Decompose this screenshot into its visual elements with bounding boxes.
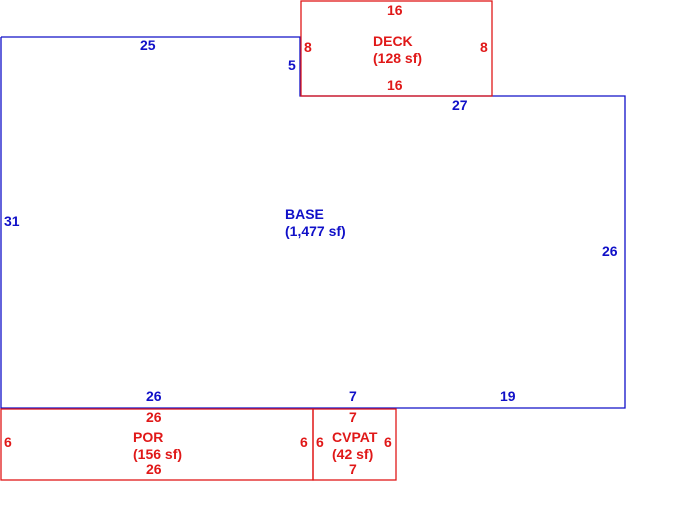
porch-dim-left: 6 xyxy=(4,434,12,450)
deck-dim-left: 8 xyxy=(304,39,312,55)
base-dim-left: 31 xyxy=(4,213,20,229)
deck-area-label: (128 sf) xyxy=(373,50,422,66)
base-dim-right: 26 xyxy=(602,243,618,259)
cvpat-label: CVPAT xyxy=(332,429,378,445)
cvpat-dim-bottom: 7 xyxy=(349,461,357,477)
porch-dim-right: 6 xyxy=(300,434,308,450)
base-dim-bottom-left: 26 xyxy=(146,388,162,404)
cvpat-area-label: (42 sf) xyxy=(332,446,373,462)
porch-label: POR xyxy=(133,429,163,445)
cvpat-dim-left: 6 xyxy=(316,434,324,450)
base-outline xyxy=(0,36,626,409)
base-dim-bottom-right: 19 xyxy=(500,388,516,404)
cvpat-dim-top: 7 xyxy=(349,409,357,425)
base-dim-step: 5 xyxy=(288,57,296,73)
base-label: BASE xyxy=(285,206,324,222)
base-dim-top-right: 27 xyxy=(452,97,468,113)
porch-dim-top: 26 xyxy=(146,409,162,425)
deck-dim-right: 8 xyxy=(480,39,488,55)
cvpat-dim-right: 6 xyxy=(384,434,392,450)
deck-dim-top: 16 xyxy=(387,2,403,18)
base-dim-bottom-mid: 7 xyxy=(349,388,357,404)
deck-outline xyxy=(300,0,493,97)
base-dim-top-left: 25 xyxy=(140,37,156,53)
cvpat-outline xyxy=(312,408,397,481)
base-area-label: (1,477 sf) xyxy=(285,223,346,239)
deck-label: DECK xyxy=(373,33,413,49)
porch-area-label: (156 sf) xyxy=(133,446,182,462)
deck-dim-bottom: 16 xyxy=(387,77,403,93)
porch-dim-bottom: 26 xyxy=(146,461,162,477)
